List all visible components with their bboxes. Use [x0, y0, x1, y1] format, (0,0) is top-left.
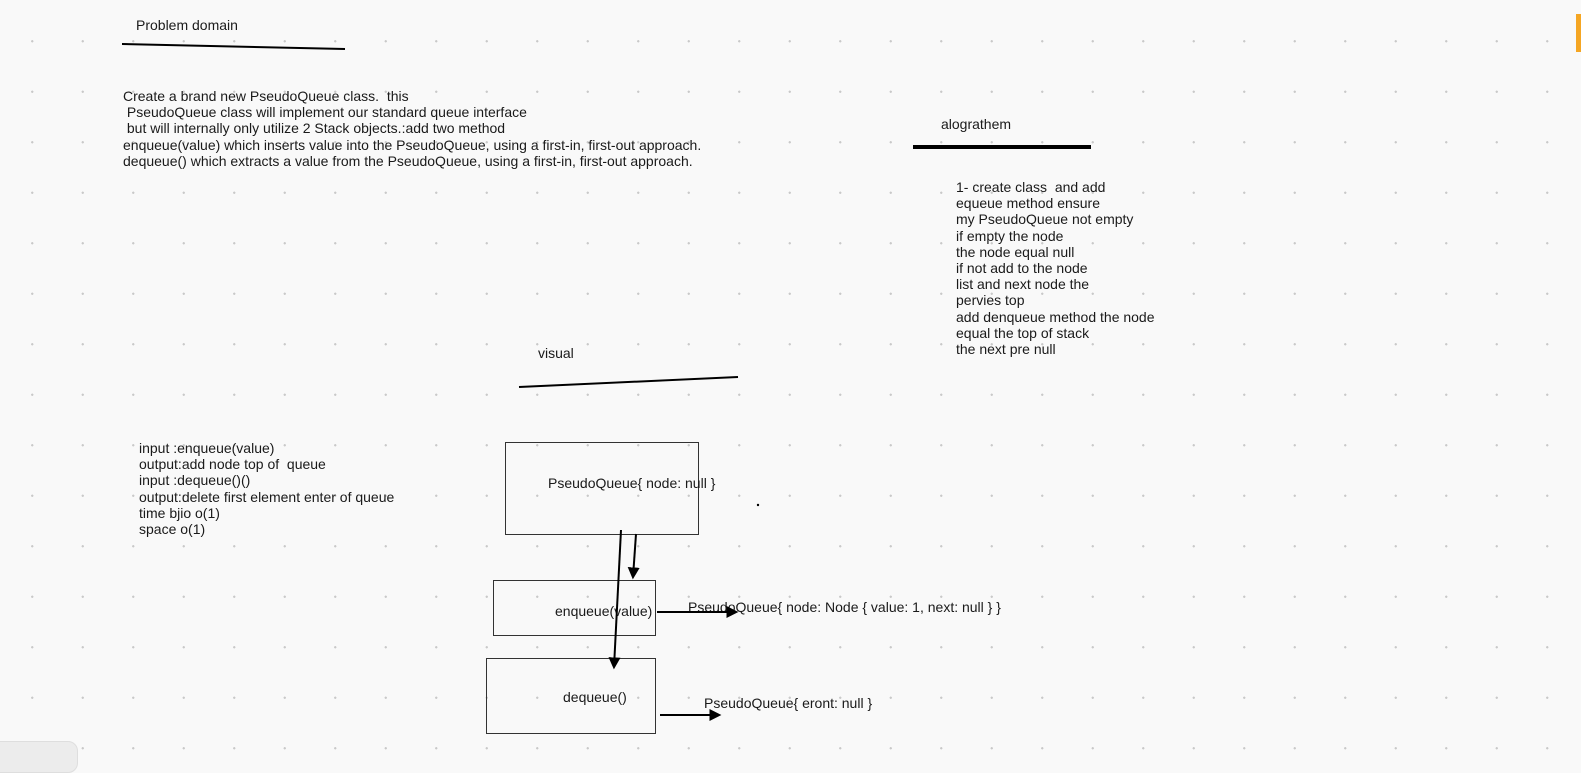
problem-line: dequeue() which extracts a value from th… — [123, 152, 693, 169]
pseudoqueue-box[interactable] — [505, 442, 699, 535]
dequeue-box-label: dequeue() — [563, 689, 627, 705]
algorithm-line: if empty the node — [956, 227, 1064, 244]
problem-line: PseudoQueue class will implement our sta… — [123, 104, 527, 121]
visual-underline — [518, 376, 739, 388]
algorithm-line: my PseudoQueue not empty — [956, 211, 1134, 228]
io-line: space o(1) — [139, 521, 206, 538]
problem-line: enqueue(value) which inserts value into … — [123, 136, 702, 153]
algorithm-line: pervies top — [956, 292, 1025, 309]
problem-line: but will internally only utilize 2 Stack… — [123, 120, 506, 137]
problem-domain-heading[interactable]: Problem domain — [136, 17, 238, 33]
io-notes[interactable]: input :enqueue(value) output:add node to… — [139, 440, 394, 537]
io-line: output:add node top of queue — [139, 456, 326, 473]
arrow-to-enqueue[interactable] — [627, 533, 640, 580]
algorithm-heading[interactable]: alograthem — [941, 116, 1012, 132]
algorithm-line: 1- create class and add — [956, 179, 1106, 195]
problem-underline — [121, 43, 346, 50]
io-line: time bjio o(1) — [139, 504, 220, 521]
problem-line: Create a brand new PseudoQueue class. th… — [123, 88, 409, 104]
algorithm-line: equeue method ensure — [956, 195, 1100, 212]
algorithm-line: list and next node the — [956, 276, 1090, 293]
dequeue-result[interactable]: PseudoQueue{ eront: null } — [704, 695, 873, 711]
visual-heading[interactable]: visual — [538, 345, 574, 361]
enqueue-box[interactable] — [493, 580, 656, 636]
io-line: input :enqueue(value) — [139, 440, 275, 456]
io-line: input :dequeue()() — [139, 472, 251, 489]
algorithm-line: the next pre null — [956, 341, 1056, 358]
enqueue-box-label: enqueue(value) — [555, 603, 653, 619]
problem-description[interactable]: Create a brand new PseudoQueue class. th… — [123, 88, 701, 169]
algorithm-line: equal the top of stack — [956, 324, 1090, 341]
dequeue-box[interactable] — [486, 658, 656, 734]
algorithm-steps[interactable]: 1- create class and add equeue method en… — [956, 179, 1155, 357]
pseudoqueue-box-label: PseudoQueue{ node: null } — [548, 475, 716, 491]
algorithm-line: the node equal null — [956, 243, 1075, 260]
arrow-to-dequeue[interactable] — [608, 529, 622, 670]
canvas-edge-accent — [1576, 14, 1581, 52]
stray-dot — [756, 503, 760, 507]
io-line: output:delete first element enter of que… — [139, 488, 395, 505]
algorithm-line: if not add to the node — [956, 260, 1088, 277]
algorithm-line: add denqueue method the node — [956, 308, 1155, 325]
